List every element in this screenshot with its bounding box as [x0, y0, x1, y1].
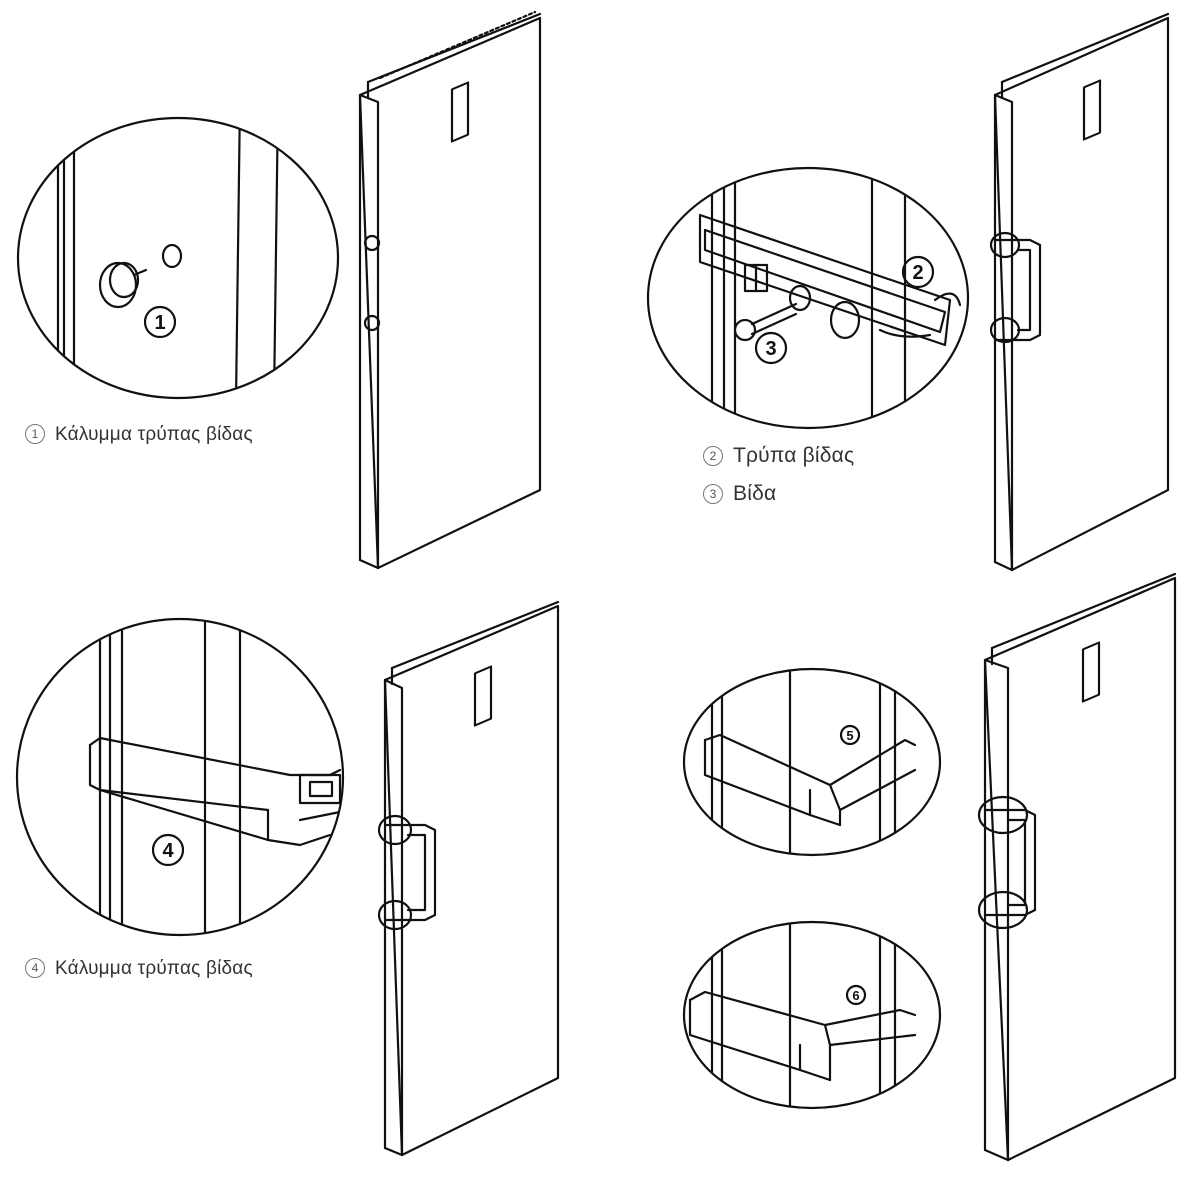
caption-number: 4: [25, 958, 45, 978]
panel-step2: 2 3: [646, 12, 1170, 572]
panel-step1: 1: [16, 10, 542, 570]
callout-6-label: 6: [852, 988, 859, 1003]
zoom-circle-step3: [15, 617, 345, 937]
callout-2-label: 2: [912, 262, 923, 284]
callout-5: 5: [839, 724, 861, 746]
callout-3-label: 3: [765, 338, 776, 360]
caption-screw-hole-cover-1: 1 Κάλυμμα τρύπας βίδας: [25, 424, 253, 446]
caption-number: 2: [703, 446, 723, 466]
callout-6: 6: [845, 984, 867, 1006]
zoom-circle-step2: [646, 166, 970, 430]
callout-2: 2: [901, 255, 935, 289]
zoom-circle-step4a: [682, 667, 942, 857]
door-step3: [377, 600, 560, 1157]
caption-text: Τρύπα βίδας: [733, 444, 855, 467]
callout-1: 1: [143, 305, 177, 339]
zoom-circle-step1: [16, 116, 340, 400]
callout-5-label: 5: [846, 728, 853, 743]
callout-4: 4: [151, 833, 185, 867]
door-step2: [989, 12, 1170, 572]
caption-text: Βίδα: [733, 482, 777, 505]
door-step4: [977, 572, 1177, 1162]
zoom-circle-step4b: [682, 920, 942, 1110]
caption-screw-hole: 2 Τρύπα βίδας: [703, 444, 854, 468]
panel-step4: 5 6: [682, 572, 1177, 1162]
caption-screw-hole-cover-4: 4 Κάλυμμα τρύπας βίδας: [25, 958, 253, 980]
panel-step3: 4: [15, 600, 560, 1157]
caption-number: 3: [703, 484, 723, 504]
callout-3: 3: [754, 331, 788, 365]
caption-screw: 3 Βίδα: [703, 482, 776, 506]
caption-text: Κάλυμμα τρύπας βίδας: [55, 958, 253, 979]
callout-1-label: 1: [154, 312, 165, 334]
door-step1: [358, 10, 542, 570]
callout-4-label: 4: [162, 840, 174, 862]
caption-number: 1: [25, 424, 45, 444]
caption-text: Κάλυμμα τρύπας βίδας: [55, 424, 253, 445]
